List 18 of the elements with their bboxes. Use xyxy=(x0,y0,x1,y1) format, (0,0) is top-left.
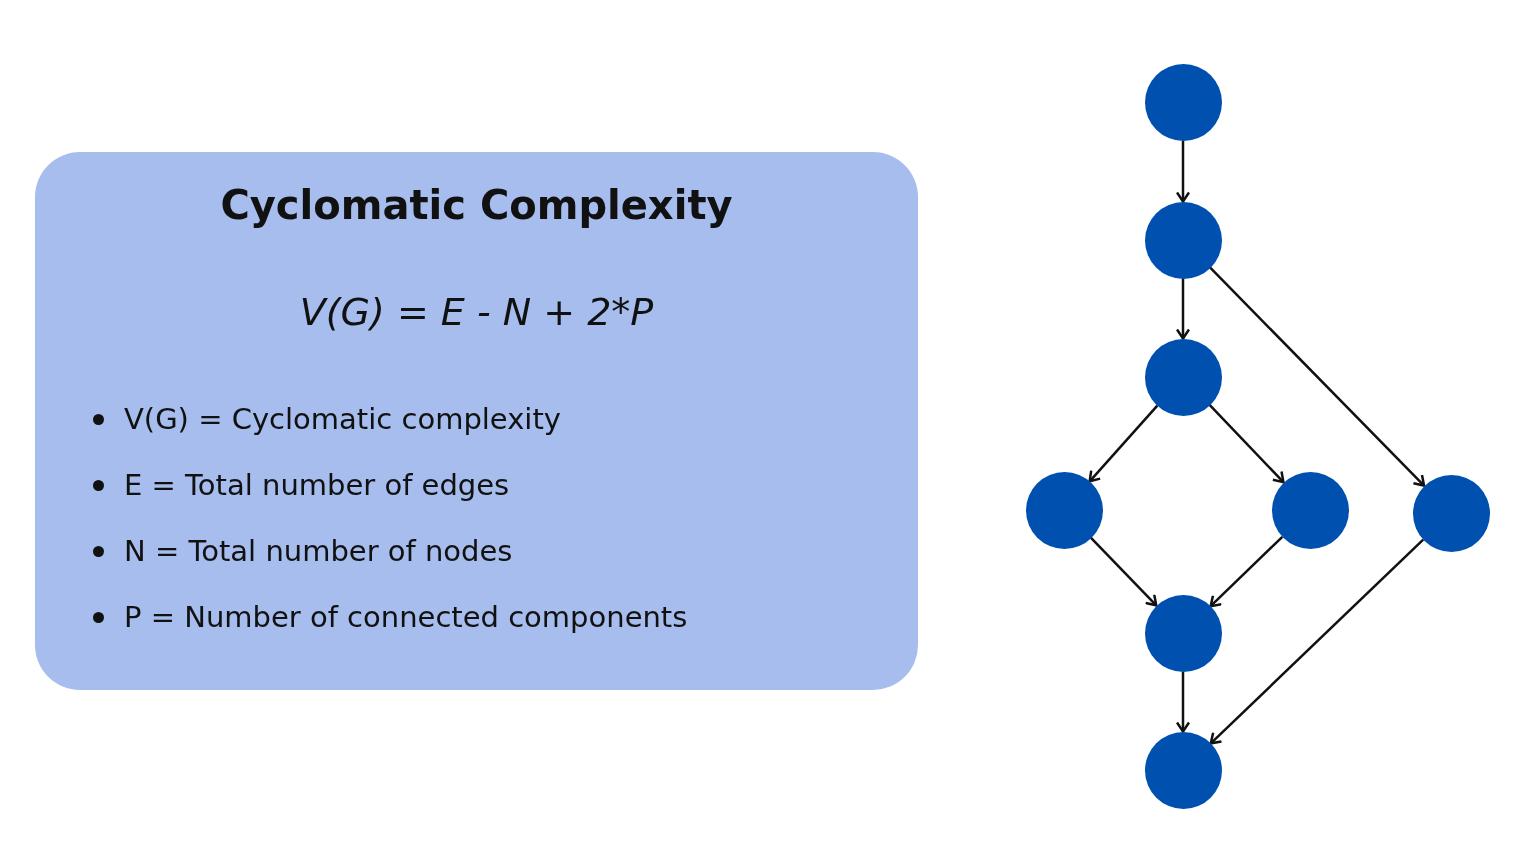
arrow xyxy=(1209,535,1284,608)
formula-text: V(G) = E - N + 2*P xyxy=(299,290,654,334)
arrow xyxy=(1089,536,1158,607)
definition-text: P = Number of connected components xyxy=(124,600,688,634)
definition-text: E = Total number of edges xyxy=(124,468,510,502)
definition-text: N = Total number of nodes xyxy=(124,534,513,568)
arrow xyxy=(1088,404,1159,483)
info-card xyxy=(35,152,918,690)
arrow xyxy=(1209,538,1425,745)
arrow xyxy=(1175,671,1191,733)
arrow xyxy=(1175,140,1191,203)
definition-text: V(G) = Cyclomatic complexity xyxy=(124,402,561,436)
arrow xyxy=(1208,403,1285,484)
card-title: Cyclomatic Complexity xyxy=(220,182,733,228)
arrow xyxy=(1175,278,1191,340)
graph-node-circle xyxy=(1025,471,1103,549)
arrow xyxy=(1209,266,1426,487)
graph-node-circle xyxy=(1144,594,1222,672)
